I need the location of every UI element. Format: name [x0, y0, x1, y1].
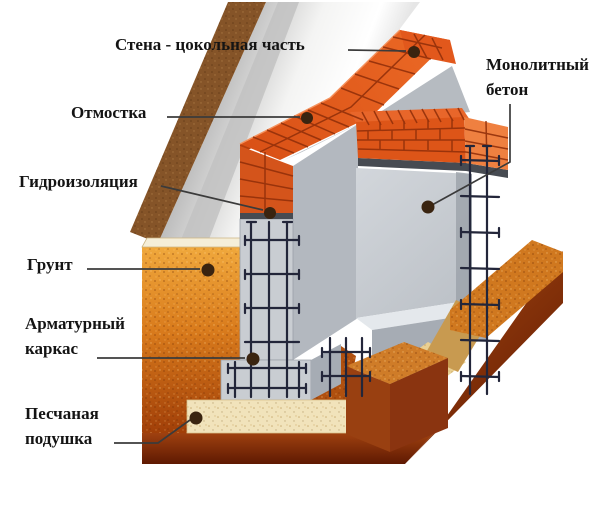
leader-sand [114, 419, 191, 444]
label-sand: Песчаная подушка [25, 404, 99, 448]
soil-cut-speckle [142, 247, 243, 433]
leader-dot-waterproofing [264, 207, 276, 219]
leader-dot-soil [201, 263, 215, 277]
leader-waterproofing [160, 185, 264, 211]
brick-wall [239, 29, 509, 213]
rebar-grid-front [226, 220, 308, 399]
blind-area-surface [158, 2, 420, 243]
label-concrete: Монолитный бетон [486, 55, 589, 99]
front-soil-box-speckle [346, 342, 448, 384]
rebar-footing-stubs [320, 336, 372, 398]
label-waterproofing: Гидроизоляция [19, 172, 138, 191]
foundation-top-wedge [284, 66, 470, 160]
rebar-column-right [459, 144, 501, 396]
leader-wall [347, 49, 407, 52]
leader-concrete [431, 104, 511, 206]
sand-cushion [186, 240, 563, 452]
label-wall: Стена - цокольная часть [115, 35, 305, 54]
leader-dot-concrete [421, 200, 435, 214]
right-soil-block-speckle [450, 240, 563, 338]
foundation-right-face [356, 168, 472, 318]
foundation-right-edge-shade [456, 172, 472, 302]
foundation-side-face [293, 124, 358, 360]
label-soil: Грунт [27, 255, 73, 274]
leader-dot-sand [189, 411, 203, 425]
mortar-joints [239, 33, 509, 212]
leader-lines [87, 49, 511, 444]
blind-area-layer-edge [141, 237, 244, 248]
leader-dots [189, 46, 435, 425]
label-rebar: Арматурный каркас [25, 314, 125, 358]
foundation-concrete [220, 66, 488, 401]
ground-surface-speckle [130, 2, 266, 243]
front-soil-box-front [346, 366, 390, 452]
footing-side-face [311, 344, 341, 400]
wall-end-face [240, 146, 293, 213]
leader-dot-blind-area [301, 112, 313, 124]
wall-top-highlight [239, 29, 401, 145]
leader-dot-rebar [246, 352, 260, 366]
sand-cut-speckle [187, 400, 347, 433]
leader-dot-wall [408, 46, 420, 58]
waterproofing-right-strip [358, 158, 466, 171]
label-blind-area: Отмостка [71, 103, 147, 122]
rebar-cage [226, 144, 501, 399]
front-soil-box-right [390, 358, 448, 452]
blind-area-gray-band [180, 2, 299, 242]
